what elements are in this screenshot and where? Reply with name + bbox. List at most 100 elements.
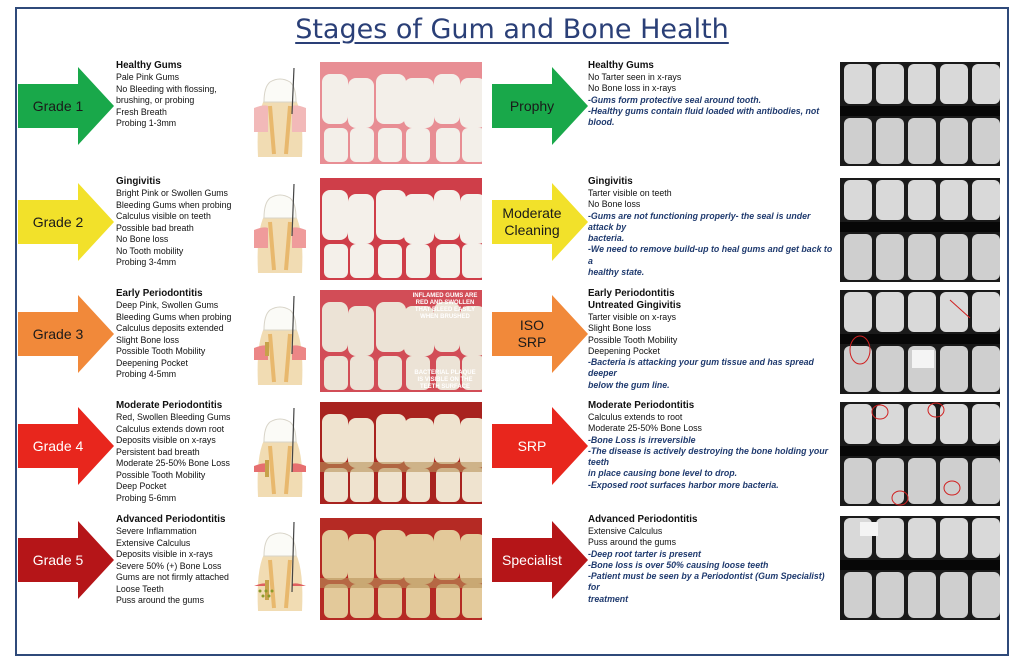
arrow-shape-icon [492,407,588,485]
grade-symptom: Possible Tooth Mobility [116,469,206,480]
xray-image [840,62,1000,166]
grade-symptom: Deposits visible in x-rays [116,549,213,559]
grade-symptom: brushing, or probing [116,95,195,105]
grade-symptom: Extensive Calculus [116,537,191,548]
treatment-note: below the gum line. [588,379,670,390]
tooth-diagram-icon [250,290,310,390]
grade-heading: Early Periodontitis [116,288,203,299]
treatment-finding: Puss around the gums [588,537,677,548]
grade-symptom: Red, Swollen Bleeding Gums [116,412,231,422]
treatment-finding: No Bone loss [588,199,641,210]
treatment-subheading: Untreated Gingivitis [588,300,682,311]
grade-heading: Advanced Periodontitis [116,514,226,525]
grade-symptom: Possible bad breath [116,222,194,233]
arrow-shape-icon [18,67,114,145]
grade-symptom: Deposits visible on x-rays [116,435,216,445]
treatment-label: SRP [517,437,547,454]
gum-photo: INFLAMED GUMS ARE RED AND SWOLLEN THAT B… [320,290,482,392]
gum-photo [320,178,482,280]
treatment-note: treatment [588,593,629,604]
tooth-diagram-icon [250,516,310,616]
treatment-heading: Moderate Periodontitis [588,400,695,411]
arrow-shape-icon [492,521,588,599]
grade-symptom: Deep Pocket [116,481,167,491]
grade-symptom: Loose Teeth [116,583,164,594]
grade-symptom: Probing 3-4mm [116,257,177,267]
treatment-finding: No Tarter seen in x-rays [588,72,682,82]
xray-image [840,178,1000,282]
grade-symptom: Fresh Breath [116,106,167,117]
arrow-shape-icon [18,521,114,599]
treatment-note: -Gums form protective seal around tooth. [588,94,762,105]
treatment-note: -Patient must be seen by a Periodontist … [588,571,825,593]
treatment-finding: Tarter visible on teeth [588,188,672,198]
grade-heading: Gingivitis [116,176,161,187]
tooth-diagram-icon [250,62,310,162]
treatment-finding: No Bone loss in x-rays [588,83,677,94]
grade-heading: Healthy Gums [116,60,182,71]
grade-symptom: Calculus visible on teeth [116,211,211,221]
treatment-arrow: SRP [492,407,588,485]
grade-symptom: Deep Pink, Swollen Gums [116,300,219,310]
grade-arrow: Grade 5 [18,521,114,599]
arrow-shape-icon [18,407,114,485]
photo-caption: BACTERIAL PLAQUE IS VISIBLE ON THE TEETH… [414,370,476,390]
treatment-heading: Gingivitis [588,176,633,187]
treatment-heading: Early Periodontitis [588,288,675,299]
treatment-note: -Exposed root surfaces harbor more bacte… [588,479,779,490]
grade-symptom: Probing 5-6mm [116,492,177,503]
treatment-label: Specialist [502,551,562,568]
grade-arrow: Grade 4 [18,407,114,485]
treatment-note: in place causing bone level to drop. [588,468,738,479]
treatment-finding: Moderate 25-50% Bone Loss [588,423,702,434]
gum-photo [320,62,482,164]
treatment-finding: Tarter visible on x-rays [588,312,676,322]
xray-image [840,290,1000,394]
grade-symptom: Probing 1-3mm [116,118,177,128]
gum-photo [320,518,482,620]
grade-symptom: No Bone loss [116,234,169,244]
grade-label: Grade 5 [32,551,84,568]
grade-symptom: Calculus extends down root [116,423,225,434]
arrow-shape-icon [492,67,588,145]
grade-label: Grade 3 [32,325,84,342]
grade-symptom: Calculus deposits extended [116,323,224,333]
grade-label: Grade 4 [32,437,84,454]
grade-symptom: Pale Pink Gums [116,72,180,82]
treatment-note: healthy state. [588,267,645,278]
arrow-shape-icon [18,183,114,261]
grade-arrow: Grade 3 [18,295,114,373]
grade-label: Grade 2 [32,213,84,230]
grade-symptom: Bleeding Gums when probing [116,199,232,210]
treatment-finding: Slight Bone loss [588,323,652,334]
treatment-heading: Healthy Gums [588,60,654,71]
treatment-finding: Possible Tooth Mobility [588,334,678,345]
treatment-heading: Advanced Periodontitis [588,514,698,525]
page-title: Stages of Gum and Bone Health [295,14,729,45]
grade-arrow: Grade 2 [18,183,114,261]
treatment-note: -Gums are not functioning properly- the … [588,210,811,232]
grade-symptom: Severe Inflammation [116,526,197,536]
arrow-shape-icon [492,183,588,261]
treatment-label: Prophy [509,97,555,114]
grade-arrow: Grade 1 [18,67,114,145]
grade-label: Grade 1 [32,97,84,114]
grade-symptom: Puss around the gums [116,595,205,605]
tooth-diagram-icon [250,402,310,502]
grade-symptom: Gums are not firmly attached [116,572,229,582]
treatment-arrow: Specialist [492,521,588,599]
grade-symptom: Possible Tooth Mobility [116,346,206,356]
grade-heading: Moderate Periodontitis [116,400,223,411]
